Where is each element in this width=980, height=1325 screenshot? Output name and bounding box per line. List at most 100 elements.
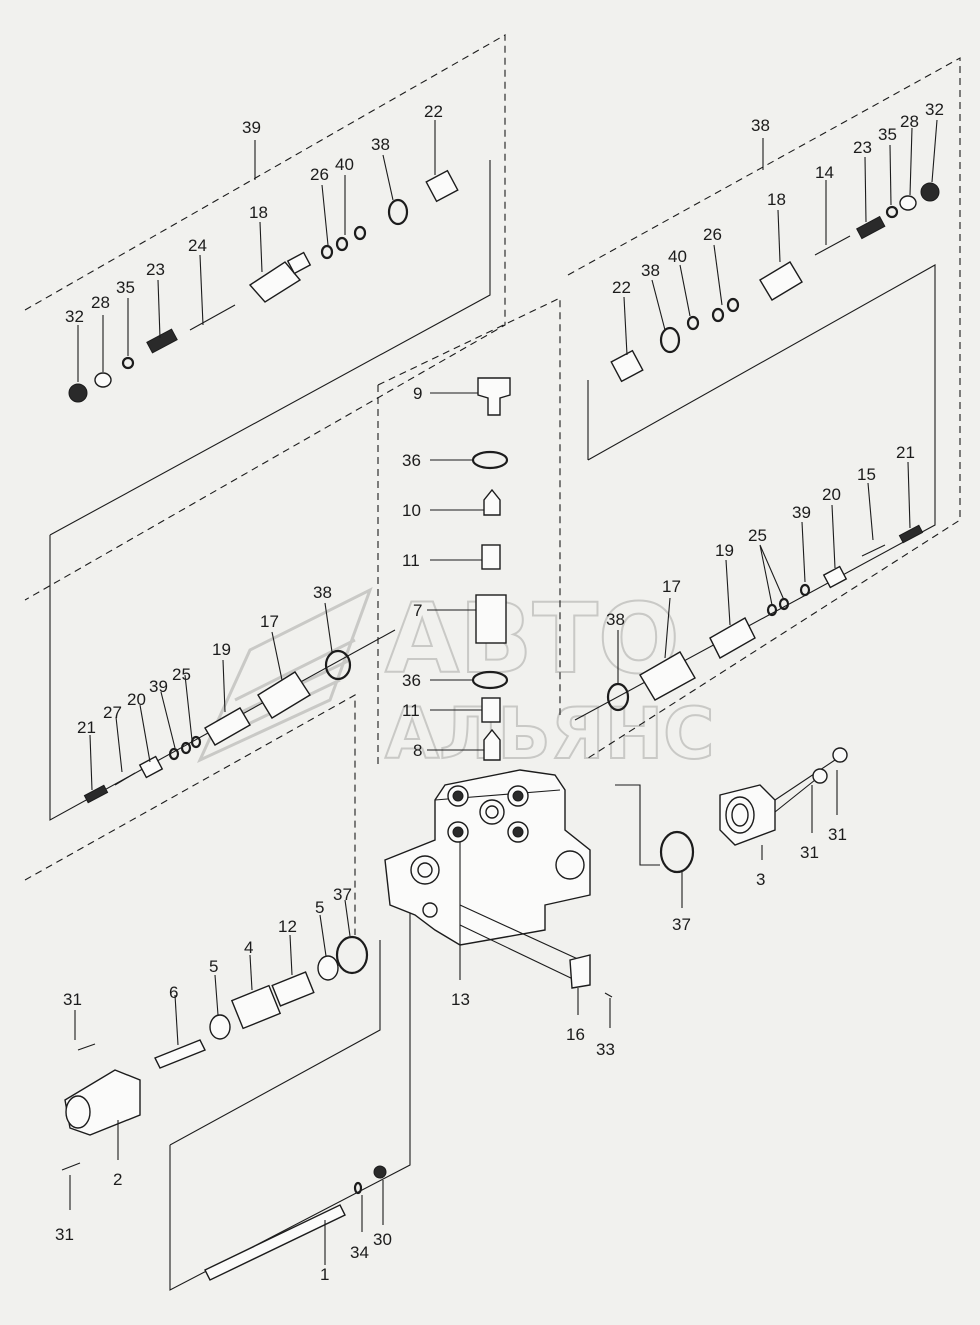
spring-21b: [83, 784, 109, 804]
body-18b: [759, 261, 803, 301]
callout-38b: 38: [751, 116, 770, 135]
oring-40a: [353, 225, 367, 241]
oring-26b-1: [711, 307, 725, 323]
oring-36a: [471, 450, 509, 470]
spring-22b: [610, 349, 644, 383]
callout-37a: 37: [333, 885, 352, 904]
callout-26b: 26: [703, 225, 722, 244]
callout-19a: 19: [715, 541, 734, 560]
oring-25b-1: [180, 741, 192, 755]
callout-18a: 18: [249, 203, 268, 222]
relief-valve-upper-right: [610, 182, 940, 383]
seat-7: [475, 594, 507, 644]
callout-17a: 17: [662, 577, 681, 596]
callout-25b: 25: [172, 665, 191, 684]
callout-32b: 32: [925, 100, 944, 119]
callout-21b: 21: [77, 718, 96, 737]
callout-40a: 40: [335, 155, 354, 174]
callout-12: 12: [278, 917, 297, 936]
body-17b: [257, 671, 311, 719]
oring-35a: [121, 356, 135, 370]
sleeve-19a: [709, 617, 756, 659]
oring-25a-2: [778, 597, 790, 611]
callout-4: 4: [244, 938, 253, 957]
callout-15: 15: [857, 465, 876, 484]
frame-port: [615, 784, 660, 866]
center-stack: [471, 377, 511, 761]
callout-38e: 38: [313, 583, 332, 602]
callout-13: 13: [451, 990, 470, 1009]
valve-chain-right: [606, 524, 924, 712]
oring-37b: [659, 830, 695, 874]
cover-3: [719, 747, 848, 846]
poppet-8: [483, 728, 501, 761]
relief-valve-upper-left: [68, 169, 459, 403]
callout-24: 24: [188, 236, 207, 255]
oring-38e: [324, 649, 352, 681]
washer-5a: [317, 955, 339, 981]
watermark: АВТО АЛЬЯНС: [196, 582, 716, 776]
plug-30: [373, 1165, 387, 1179]
oring-25b-2: [190, 735, 202, 749]
plug-9: [477, 377, 511, 416]
callout-22a: 22: [424, 102, 443, 121]
oring-26a-1: [320, 244, 334, 260]
callout-37b: 37: [672, 915, 691, 934]
callout-3: 3: [756, 870, 765, 889]
callout-36b: 36: [402, 671, 421, 690]
cap-28b: [899, 195, 917, 211]
washer-5b: [209, 1014, 231, 1040]
callout-25a: 25: [748, 526, 767, 545]
callout-31c: 31: [63, 990, 82, 1009]
piston-20a: [822, 565, 848, 589]
plate-16: [569, 954, 591, 989]
frame-upper-right: [574, 264, 936, 721]
callout-18b: 18: [767, 190, 786, 209]
spring-22a: [425, 169, 459, 203]
callout-7: 7: [413, 601, 422, 620]
sleeve-19b: [204, 707, 251, 746]
callout-36a: 36: [402, 451, 421, 470]
callout-31d: 31: [55, 1225, 74, 1244]
callout-labels: 39 22 38 26 40 18 24 23 35 28 32 38 32 2…: [55, 100, 944, 1284]
callout-5a: 5: [315, 898, 324, 917]
pin-27: [114, 772, 136, 786]
callout-30: 30: [373, 1230, 392, 1249]
spool-1: [204, 1204, 346, 1281]
valve-chain-left: [83, 649, 352, 804]
cap-2-face: [65, 1095, 91, 1129]
pin-15: [861, 544, 886, 557]
oring-38c: [659, 326, 681, 354]
callout-28b: 28: [900, 112, 919, 131]
callout-21a: 21: [896, 443, 915, 462]
callout-5b: 5: [209, 957, 218, 976]
oring-39b: [799, 583, 811, 597]
stem-18a: [286, 251, 312, 275]
callout-9: 9: [413, 384, 422, 403]
callout-34: 34: [350, 1243, 369, 1262]
body-17a: [639, 651, 696, 701]
callout-31a: 31: [828, 825, 847, 844]
oring-40b: [686, 315, 700, 331]
callout-27: 27: [103, 703, 122, 722]
callout-26a: 26: [310, 165, 329, 184]
group-box-upper-right: [567, 57, 961, 761]
spool-chain-lower: [61, 935, 387, 1281]
callout-39a: 39: [242, 118, 261, 137]
callout-20b: 20: [127, 690, 146, 709]
group-box-center: [377, 297, 561, 765]
pin-24: [189, 304, 236, 331]
callout-10: 10: [402, 501, 421, 520]
spring-23a: [146, 328, 178, 354]
callout-17b: 17: [260, 612, 279, 631]
cap-28a: [94, 372, 112, 388]
pin-14: [814, 235, 851, 256]
spring-21a: [898, 524, 924, 544]
callout-35b: 35: [878, 125, 897, 144]
nut-32a: [68, 383, 88, 403]
watermark-line1: АВТО: [385, 583, 680, 695]
callout-38d: 38: [606, 610, 625, 629]
ball-34: [353, 1181, 363, 1195]
piston-20b: [138, 755, 164, 779]
